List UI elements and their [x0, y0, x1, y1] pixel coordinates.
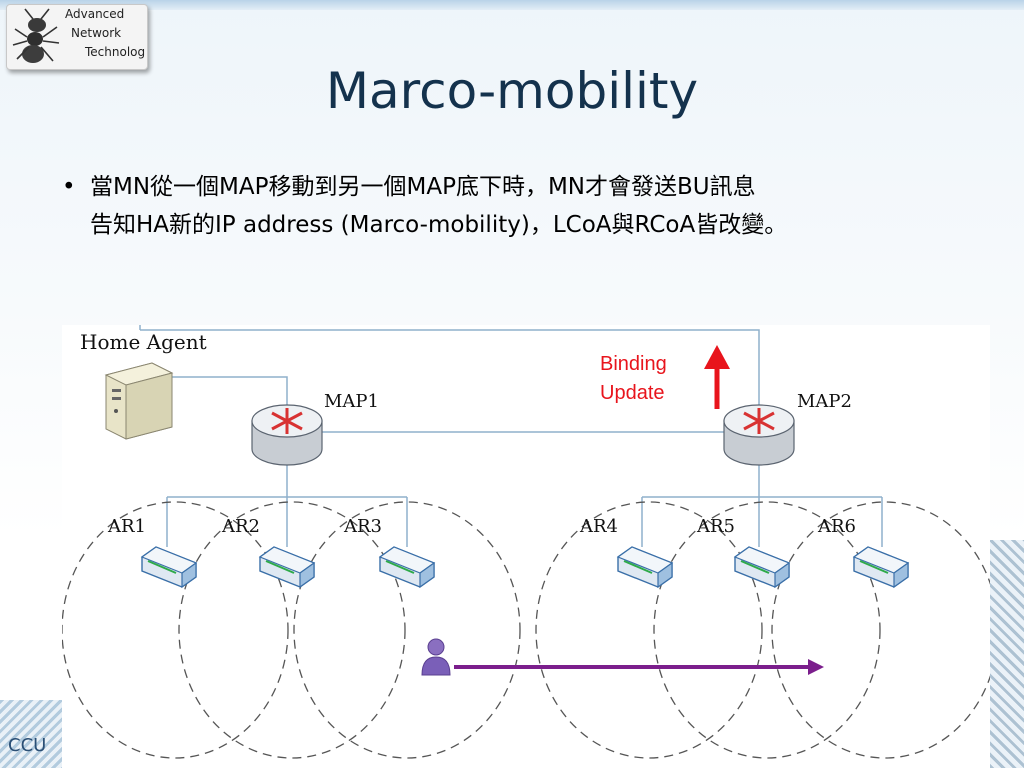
ar3-label: AR3 [343, 516, 382, 537]
ar3-device-icon [379, 546, 435, 588]
coverage-areas [61, 501, 999, 759]
binding-update-arrow-icon [704, 345, 730, 409]
ar2-label: AR2 [221, 516, 260, 537]
coverage-ar4 [535, 501, 763, 759]
ar4-device-icon [617, 546, 673, 588]
network-links [139, 325, 883, 547]
home-agent-label: Home Agent [80, 330, 207, 354]
coverage-ar3 [293, 501, 521, 759]
footer-label: CCU [8, 735, 47, 756]
map1-router-icon [251, 404, 323, 466]
movement-arrow-icon [454, 659, 824, 675]
bullet-dot-icon: • [62, 174, 76, 200]
ar4-label: AR4 [579, 516, 618, 537]
mobile-node-user-icon [421, 638, 451, 676]
ant-icon [12, 8, 60, 63]
ar6-label: AR6 [817, 516, 856, 537]
bullet-line-2: 告知HA新的IP address (Marco-mobility)，LCoA與R… [90, 212, 788, 238]
ar1-label: AR1 [107, 516, 146, 537]
logo: Advanced Network Technolog [6, 4, 148, 70]
logo-line-3: Technolog [85, 45, 146, 59]
coverage-ar1 [61, 501, 289, 759]
map2-router-icon [723, 404, 795, 466]
binding-update-label-1: Binding [600, 353, 667, 375]
ar1-device-icon [141, 546, 197, 588]
map1-label: MAP1 [324, 391, 379, 412]
coverage-ar2 [178, 501, 406, 759]
coverage-ar6 [771, 501, 999, 759]
decorative-wave-left [0, 700, 62, 768]
bullet-line-1: 當MN從一個MAP移動到另一個MAP底下時，MN才會發送BU訊息 [90, 174, 756, 200]
network-diagram: Home Agent MAP1 MAP2 Binding Update AR1 … [61, 325, 999, 762]
logo-line-1: Advanced [65, 7, 125, 21]
server-icon [104, 362, 174, 440]
slide-title: Marco-mobility [325, 62, 699, 120]
map2-label: MAP2 [797, 391, 852, 412]
ar2-device-icon [259, 546, 315, 588]
binding-update-label-2: Update [600, 382, 665, 404]
top-stripe [0, 0, 1024, 10]
ar5-label: AR5 [696, 516, 735, 537]
ar5-device-icon [734, 546, 790, 588]
network-diagram-svg: Home Agent MAP1 MAP2 Binding Update AR1 … [61, 325, 999, 759]
logo-line-2: Network [71, 26, 122, 40]
ar6-device-icon [853, 546, 909, 588]
bullet-text: 當MN從一個MAP移動到另一個MAP底下時，MN才會發送BU訊息 告知HA新的I… [90, 168, 990, 244]
decorative-wave-right [990, 540, 1024, 768]
coverage-ar5 [653, 501, 881, 759]
